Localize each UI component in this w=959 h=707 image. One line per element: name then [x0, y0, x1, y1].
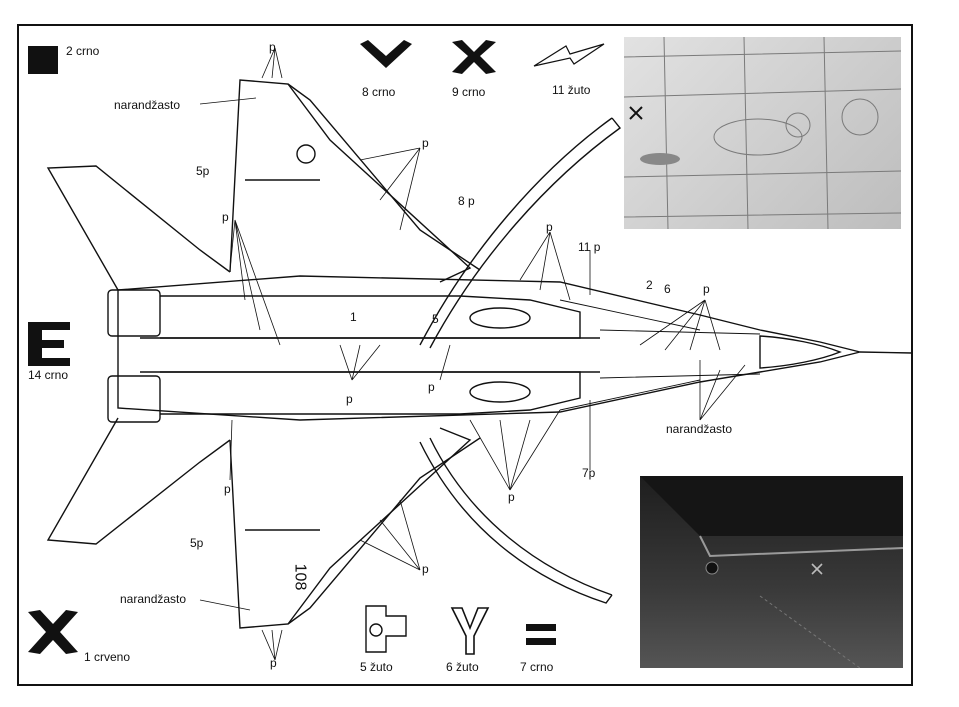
swatch-label: 2 crno: [66, 44, 100, 58]
callout-5: 5: [432, 312, 439, 326]
callout-p: p: [422, 136, 429, 150]
callout-8p: 8 p: [458, 194, 475, 208]
callout-narandzasto-right: narandžasto: [666, 422, 733, 436]
callout-narandzasto-lower: narandžasto: [120, 592, 187, 606]
intake-lower: [160, 371, 581, 415]
nose-probe: [859, 351, 913, 354]
fuselage-outline: [117, 275, 861, 421]
photo-inset-bottom: [640, 476, 903, 668]
callout-p: p: [346, 392, 353, 406]
callout-6: 6: [664, 282, 671, 296]
v-mark-label: 8 crno: [362, 85, 396, 99]
equals-mark-icon: [526, 624, 556, 645]
callout-2: 2: [646, 278, 653, 292]
stabilizer-upper: [46, 165, 231, 291]
intake-upper: [160, 295, 581, 339]
callout-p: p: [703, 282, 710, 296]
callout-p: p: [428, 380, 435, 394]
e-mark-icon: [28, 322, 70, 366]
fuel-mark-label: 5 žuto: [360, 660, 393, 674]
tail-number: 108: [291, 563, 309, 591]
nozzle-lower: [107, 375, 161, 423]
callout-5p-lower: 5p: [190, 536, 204, 550]
stabilizer-lower: [46, 417, 231, 545]
callout-1: 1: [350, 310, 357, 324]
callout-7p: 7p: [582, 466, 596, 480]
x-mark-icon: [452, 40, 496, 74]
callout-p: p: [222, 210, 229, 224]
bolt-mark-icon: [533, 43, 605, 67]
x-red-mark-icon: [28, 610, 78, 654]
wing-upper: [229, 79, 472, 283]
callout-narandzasto: narandžasto: [114, 98, 181, 112]
arc-lower: [429, 437, 613, 596]
arc-upper: [419, 117, 613, 346]
bolt-mark-label: 11 žuto: [552, 83, 591, 97]
callout-5p: 5p: [196, 164, 210, 178]
roundel-star: [296, 144, 316, 164]
callout-p: p: [269, 40, 276, 54]
canopy: [759, 335, 842, 369]
black-swatch: [28, 46, 58, 74]
photo-inset-top: [624, 37, 901, 229]
x-red-mark-label: 1 crveno: [84, 650, 131, 664]
callout-p: p: [546, 220, 553, 234]
callout-p: p: [508, 490, 515, 504]
y-mark-label: 6 žuto: [446, 660, 479, 674]
callout-p: p: [270, 656, 277, 670]
v-mark-icon: [360, 40, 412, 68]
nozzle-upper: [107, 289, 161, 337]
e-mark-label: 14 crno: [28, 368, 69, 382]
y-mark-icon: [450, 607, 490, 655]
wing-lower: [229, 427, 472, 629]
equals-mark-label: 7 crno: [520, 660, 554, 674]
callout-p: p: [422, 562, 429, 576]
x-mark-label: 9 crno: [452, 85, 486, 99]
callout-p: p: [224, 482, 231, 496]
callout-11p: 11 p: [578, 240, 601, 254]
fuel-mark-icon: [365, 605, 407, 653]
